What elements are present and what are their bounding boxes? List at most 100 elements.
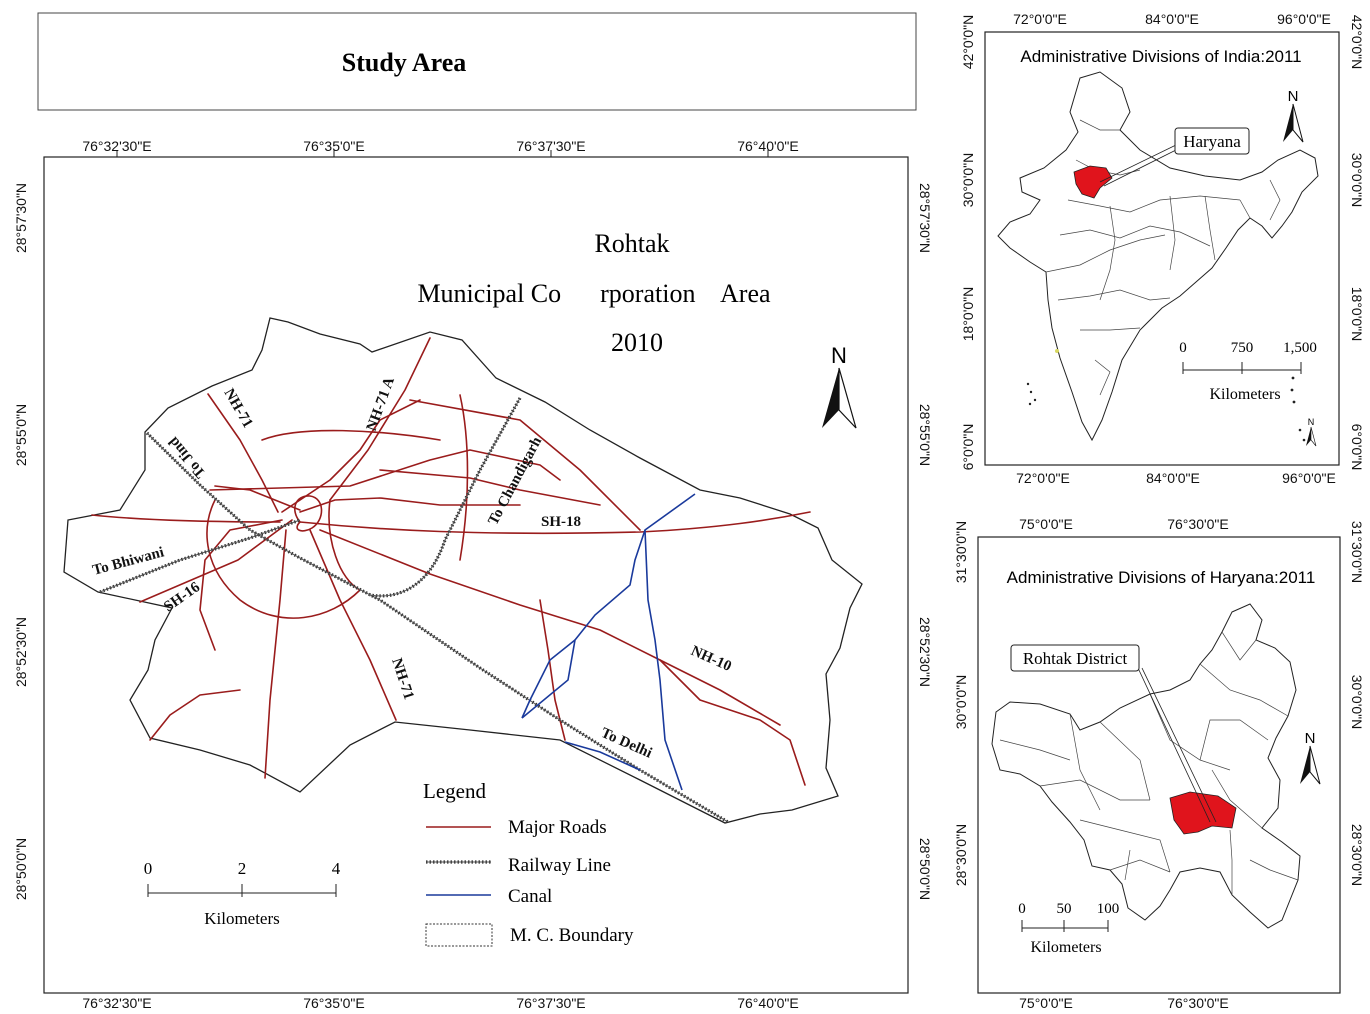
mc-boundary (63, 317, 863, 824)
india-scale-unit: Kilometers (1209, 386, 1280, 403)
india-bottom-tick-3: 96°0'0"E (1282, 470, 1336, 486)
canal-lines (521, 493, 696, 791)
main-right-ticks: 28°57'30"N 28°55'0"N 28°52'30"N 28°50'0"… (917, 183, 933, 900)
main-bottom-tick-3: 76°37'30"E (516, 995, 585, 1011)
india-left-tick-1: 42°0'0"N (960, 15, 976, 70)
main-top-tick-1: 76°32'30"E (82, 138, 151, 154)
india-haryana-highlight (1073, 165, 1113, 199)
india-left-tick-2: 30°0'0"N (960, 153, 976, 208)
major-roads (91, 337, 811, 786)
haryana-top-tick-2: 76°30'0"E (1167, 516, 1229, 532)
india-map-title: Administrative Divisions of India:2011 (1020, 47, 1301, 66)
main-map: 76°32'30"E 76°35'0"E 76°37'30"E 76°40'0"… (13, 138, 933, 1011)
legend-item-roads: Major Roads (508, 817, 607, 838)
india-callout-label: Haryana (1183, 132, 1241, 151)
haryana-callout-label: Rohtak District (1023, 649, 1128, 668)
haryana-north-arrow-icon: N (1300, 730, 1321, 785)
india-north-arrow-icon: N (1283, 88, 1304, 143)
legend-item-boundary: M. C. Boundary (510, 925, 634, 946)
main-scale-unit: Kilometers (204, 909, 280, 928)
main-left-tick-3: 28°52'30"N (13, 617, 29, 687)
legend-item-railway: Railway Line (508, 855, 611, 876)
india-state-lines (1045, 119, 1281, 396)
main-left-tick-4: 28°50'0"N (13, 838, 29, 900)
india-scale-1500: 1,500 (1283, 340, 1317, 356)
map-title-line1: Rohtak (594, 229, 669, 258)
main-top-ticks: 76°32'30"E 76°35'0"E 76°37'30"E 76°40'0"… (82, 138, 799, 157)
legend: Legend Major Roads Railway Line Canal M.… (423, 779, 634, 947)
legend-title: Legend (423, 779, 486, 803)
main-bottom-tick-4: 76°40'0"E (737, 995, 799, 1011)
india-bottom-tick-1: 72°0'0"E (1016, 470, 1070, 486)
svg-text:N: N (831, 343, 847, 368)
haryana-scale-100: 100 (1097, 901, 1120, 917)
haryana-scale-unit: Kilometers (1030, 939, 1101, 956)
india-right-tick-2: 30°0'0"N (1349, 153, 1365, 208)
haryana-inset: 75°0'0"E 76°30'0"E 75°0'0"E 76°30'0"E 31… (953, 516, 1365, 1011)
india-top-tick-1: 72°0'0"E (1013, 11, 1067, 27)
main-scale-4: 4 (332, 859, 341, 878)
haryana-bottom-tick-1: 75°0'0"E (1019, 995, 1073, 1011)
india-right-tick-4: 6°0'0"N (1349, 424, 1365, 471)
haryana-map-title: Administrative Divisions of Haryana:2011 (1007, 568, 1316, 587)
haryana-rohtak-highlight (1169, 791, 1237, 835)
haryana-left-tick-2: 30°0'0"N (953, 675, 969, 730)
svg-text:N: N (1288, 88, 1299, 105)
title-box: Study Area (37, 12, 917, 111)
india-right-tick-1: 42°0'0"N (1349, 15, 1365, 70)
map-title-line2: Municipal Co rporation Area (417, 279, 771, 308)
main-right-tick-2: 28°55'0"N (917, 404, 933, 466)
main-scale-0: 0 (144, 859, 153, 878)
india-small-north-arrow-icon: N (1306, 417, 1317, 447)
title-study-area: Study Area (342, 48, 467, 77)
india-bottom-tick-2: 84°0'0"E (1146, 470, 1200, 486)
india-outline (997, 71, 1319, 442)
haryana-right-tick-3: 28°30'0"N (1349, 824, 1365, 886)
main-right-tick-4: 28°50'0"N (917, 838, 933, 900)
svg-text:N: N (1305, 730, 1316, 747)
main-top-tick-4: 76°40'0"E (737, 138, 799, 154)
legend-swatch-boundary (425, 923, 493, 947)
haryana-right-tick-1: 31°30'0"N (1349, 521, 1365, 583)
haryana-top-tick-1: 75°0'0"E (1019, 516, 1073, 532)
india-right-tick-3: 18°0'0"N (1349, 287, 1365, 342)
main-right-tick-1: 28°57'30"N (917, 183, 933, 253)
haryana-callout: Rohtak District (1010, 644, 1217, 823)
haryana-scale-0: 0 (1018, 901, 1026, 917)
india-callout: Haryana (1099, 127, 1250, 187)
main-north-arrow-icon: N (822, 343, 857, 429)
india-scale-0: 0 (1179, 340, 1187, 356)
main-left-ticks: 28°57'30"N 28°55'0"N 28°52'30"N 28°50'0"… (13, 183, 29, 900)
haryana-left-tick-3: 28°30'0"N (953, 824, 969, 886)
india-top-tick-3: 96°0'0"E (1277, 11, 1331, 27)
map-title-line3: 2010 (611, 328, 663, 357)
main-bottom-tick-2: 76°35'0"E (303, 995, 365, 1011)
india-left-tick-3: 18°0'0"N (960, 287, 976, 342)
india-scale-750: 750 (1231, 340, 1254, 356)
svg-text:N: N (1308, 417, 1315, 427)
main-bottom-tick-1: 76°32'30"E (82, 995, 151, 1011)
main-scale-2: 2 (238, 859, 247, 878)
india-islands (1026, 349, 1306, 442)
main-top-tick-3: 76°37'30"E (516, 138, 585, 154)
main-left-tick-2: 28°55'0"N (13, 404, 29, 466)
railway-lines (99, 397, 729, 824)
haryana-bottom-tick-2: 76°30'0"E (1167, 995, 1229, 1011)
legend-item-canal: Canal (508, 886, 552, 907)
main-right-tick-3: 28°52'30"N (917, 617, 933, 687)
main-left-tick-1: 28°57'30"N (13, 183, 29, 253)
main-bottom-ticks: 76°32'30"E 76°35'0"E 76°37'30"E 76°40'0"… (82, 995, 798, 1011)
india-top-tick-2: 84°0'0"E (1145, 11, 1199, 27)
haryana-outline (991, 603, 1301, 929)
label-sh18: SH-18 (541, 514, 581, 530)
haryana-district-lines (999, 631, 1299, 895)
haryana-left-tick-1: 31°30'0"N (953, 521, 969, 583)
india-left-tick-4: 6°0'0"N (960, 424, 976, 471)
haryana-right-tick-2: 30°0'0"N (1349, 675, 1365, 730)
haryana-scale-50: 50 (1057, 901, 1072, 917)
india-inset: 72°0'0"E 84°0'0"E 96°0'0"E 72°0'0"E 84°0… (960, 11, 1365, 486)
india-scale-bar: 0 750 1,500 Kilometers (1179, 340, 1317, 403)
main-top-tick-2: 76°35'0"E (303, 138, 365, 154)
main-scale-bar: 0 2 4 Kilometers (144, 859, 341, 928)
